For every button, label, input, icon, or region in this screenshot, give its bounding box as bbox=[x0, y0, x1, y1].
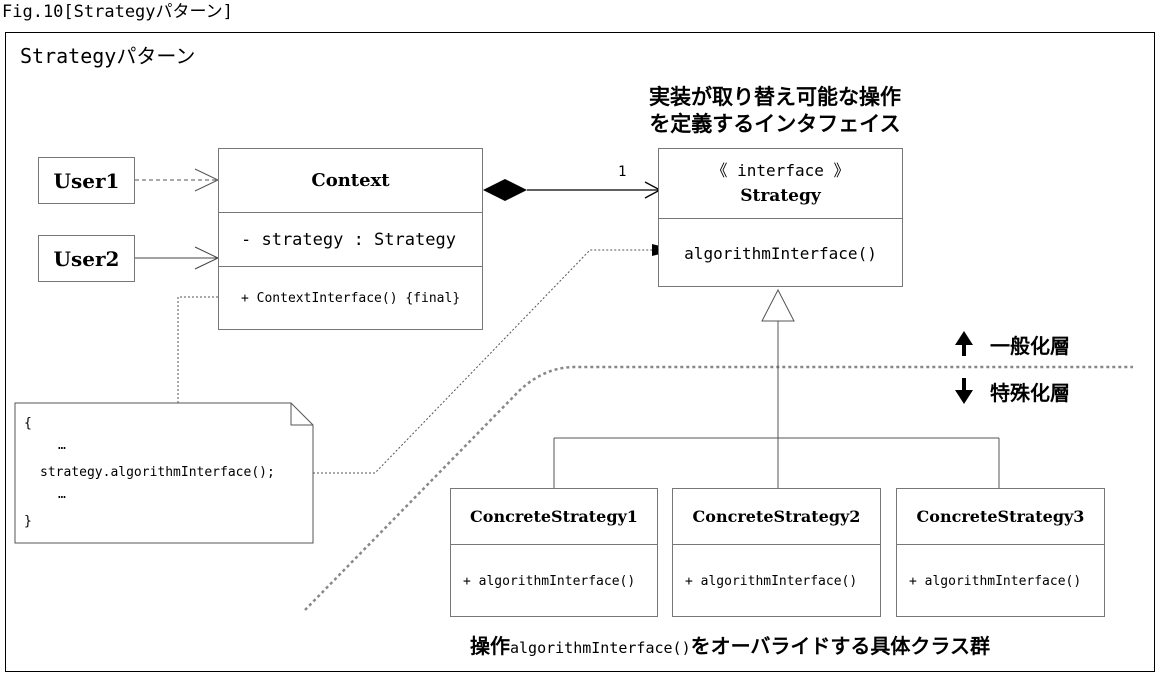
concrete-strategy-3-operation: + algorithmInterface() bbox=[909, 573, 1082, 589]
concrete-caption-prefix: 操作 bbox=[470, 634, 510, 658]
note-line-ellipsis-2: … bbox=[58, 487, 66, 502]
figure-caption: Fig.10[Strategyパターン] bbox=[2, 2, 233, 22]
note-shape bbox=[14, 402, 314, 544]
note-line-open-brace: { bbox=[24, 416, 32, 431]
user2-label: User2 bbox=[53, 246, 120, 271]
context-class-box: Context - strategy : Strategy + ContextI… bbox=[218, 148, 483, 330]
call-line bbox=[285, 249, 652, 474]
up-arrow-head bbox=[955, 331, 973, 345]
context-attribute: - strategy : Strategy bbox=[241, 229, 456, 250]
concrete-classes-caption: 操作algorithmInterface()をオーバライドする具体クラス群 bbox=[470, 630, 990, 659]
concrete-caption-code: algorithmInterface() bbox=[510, 639, 691, 657]
diagram-frame bbox=[5, 32, 1155, 672]
strategy-heading-line-2: を定義するインタフェイス bbox=[649, 112, 901, 136]
note-line-ellipsis-1: … bbox=[58, 438, 66, 453]
context-operation: + ContextInterface() {final} bbox=[241, 291, 461, 306]
note-line-call: strategy.algorithmInterface(); bbox=[40, 465, 275, 480]
user1-box: User1 bbox=[38, 157, 135, 204]
lower-layer-label: 特殊化層 bbox=[990, 381, 1070, 405]
concrete-strategy-1-box: ConcreteStrategy1 + algorithmInterface() bbox=[450, 488, 658, 617]
context-class-name: Context bbox=[311, 170, 390, 191]
note-line-close-brace: } bbox=[24, 514, 32, 529]
concrete-strategy-2-operation: + algorithmInterface() bbox=[685, 573, 858, 589]
strategy-operation: algorithmInterface() bbox=[684, 243, 877, 263]
concrete-strategy-1-name: ConcreteStrategy1 bbox=[470, 507, 638, 526]
strategy-stereotype: 《 interface 》 bbox=[711, 161, 850, 180]
layer-separator-line bbox=[304, 365, 1133, 611]
down-arrow-head bbox=[955, 390, 973, 404]
strategy-heading-line-1: 実装が取り替え可能な操作 bbox=[649, 85, 901, 109]
concrete-strategy-3-name: ConcreteStrategy3 bbox=[916, 507, 1085, 526]
strategy-class-name: Strategy bbox=[740, 186, 821, 206]
strategy-heading: 実装が取り替え可能な操作 を定義するインタフェイス bbox=[615, 84, 935, 138]
user2-box: User2 bbox=[38, 235, 135, 282]
frame-title: Strategyパターン bbox=[20, 44, 196, 68]
concrete-strategy-3-box: ConcreteStrategy3 + algorithmInterface() bbox=[896, 488, 1105, 617]
composition-multiplicity: 1 bbox=[618, 164, 627, 180]
concrete-strategy-1-operation: + algorithmInterface() bbox=[463, 573, 636, 589]
user1-label: User1 bbox=[53, 168, 120, 193]
composition-diamond bbox=[483, 179, 527, 201]
strategy-interface-box: 《 interface 》 Strategy algorithmInterfac… bbox=[658, 148, 903, 287]
note-fold bbox=[290, 403, 313, 426]
upper-layer-label: 一般化層 bbox=[990, 334, 1070, 358]
concrete-caption-suffix: をオーバライドする具体クラス群 bbox=[690, 634, 991, 658]
concrete-strategy-2-name: ConcreteStrategy2 bbox=[692, 507, 861, 526]
concrete-strategy-2-box: ConcreteStrategy2 + algorithmInterface() bbox=[672, 488, 881, 617]
